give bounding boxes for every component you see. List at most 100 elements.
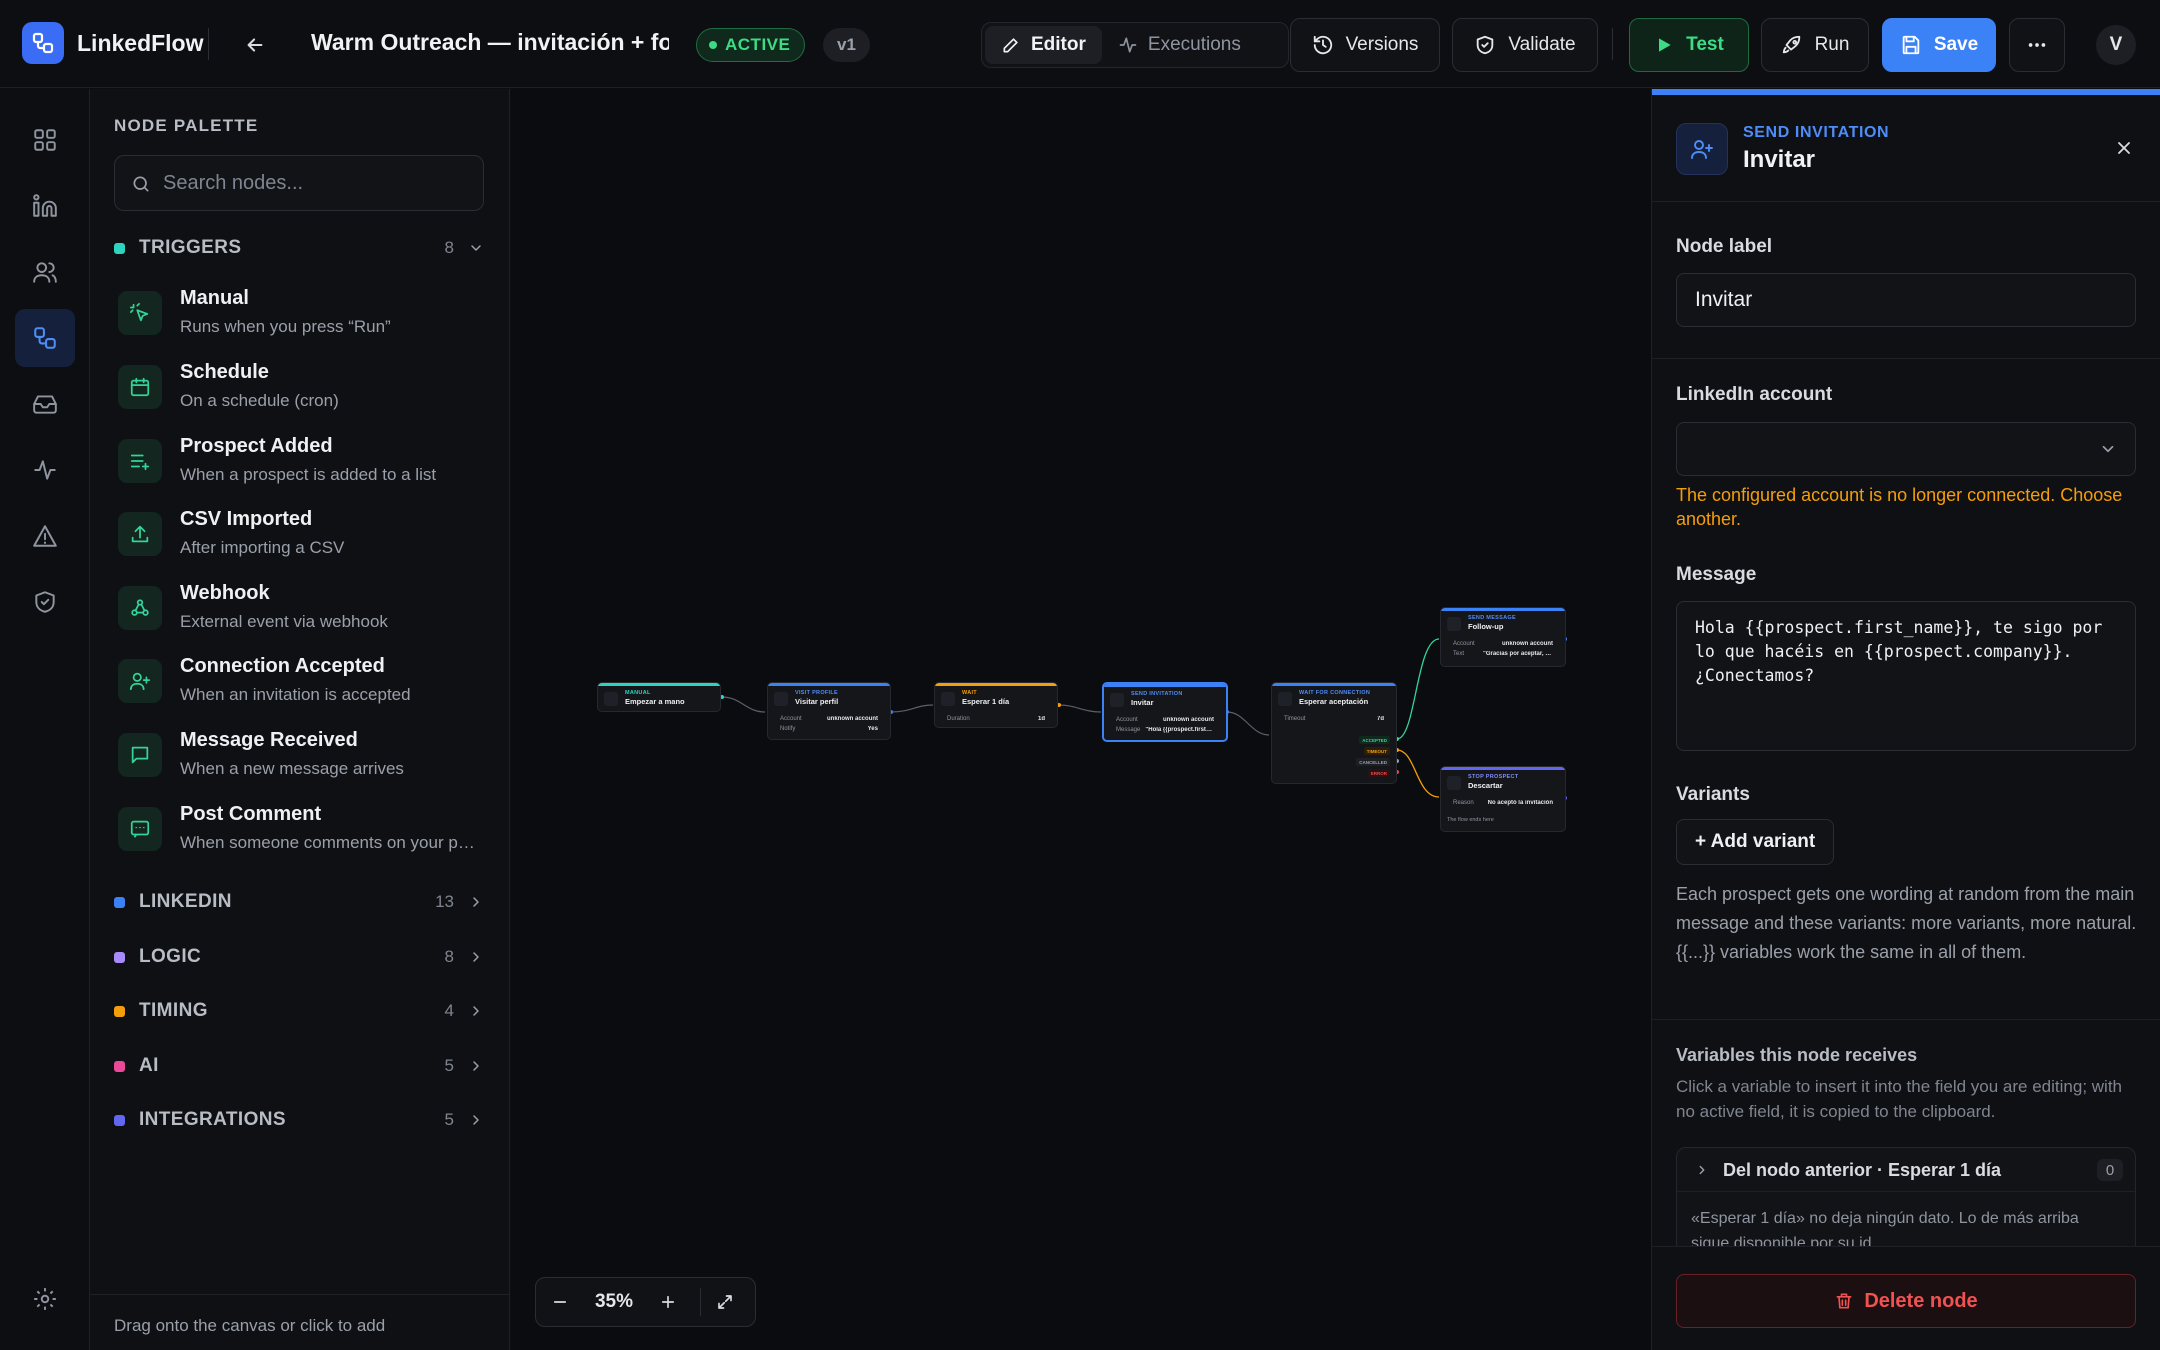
node-label: Follow-up bbox=[1468, 622, 1504, 631]
nav-settings[interactable] bbox=[15, 1270, 75, 1328]
pencil-icon bbox=[1003, 38, 1018, 53]
category-integrations[interactable]: INTEGRATIONS 5 bbox=[114, 1103, 484, 1137]
node-label-input[interactable] bbox=[1677, 274, 2135, 326]
test-button[interactable]: Test bbox=[1629, 18, 1749, 72]
node-stripe bbox=[598, 683, 720, 686]
variables-heading: Variables this node receives bbox=[1676, 1045, 1918, 1065]
divider bbox=[208, 28, 209, 60]
variables-source-header[interactable]: Del nodo anterior · Esperar 1 día 0 bbox=[1677, 1148, 2135, 1192]
search-input[interactable] bbox=[163, 156, 463, 210]
variables-source-title: Del nodo anterior · Esperar 1 día bbox=[1723, 1160, 2002, 1180]
validate-button[interactable]: Validate bbox=[1452, 18, 1598, 72]
close-icon bbox=[2118, 142, 2130, 154]
node-icon-box bbox=[118, 439, 162, 483]
node-desc: After importing a CSV bbox=[180, 538, 345, 557]
palette-node-connection-accepted[interactable]: Connection Accepted When an invitation i… bbox=[118, 652, 488, 718]
chevron-right-icon bbox=[1699, 1165, 1705, 1175]
branch-accepted: ACCEPTED bbox=[1359, 736, 1390, 744]
palette-node-post-comment[interactable]: Post Comment When someone comments on yo… bbox=[118, 800, 488, 866]
category-linkedin[interactable]: LINKEDIN 13 bbox=[114, 885, 484, 919]
palette-node-webhook[interactable]: Webhook External event via webhook bbox=[118, 579, 488, 645]
panel-header: SEND INVITATION Invitar bbox=[1652, 95, 2160, 202]
nav-inbox[interactable] bbox=[15, 375, 75, 433]
flow-canvas[interactable]: MANUAL Empezar a mano VISIT PROFILE Visi… bbox=[511, 89, 1651, 1350]
tab-executions[interactable]: Executions bbox=[1102, 26, 1257, 64]
trash-icon bbox=[1836, 1293, 1852, 1309]
account-warning: The configured account is no longer conn… bbox=[1676, 485, 2123, 529]
view-switcher: Editor Executions bbox=[981, 22, 1289, 68]
nav-activity[interactable] bbox=[15, 441, 75, 499]
settings-icon bbox=[34, 1288, 56, 1310]
plus-icon bbox=[661, 1295, 675, 1309]
avatar[interactable]: V bbox=[2096, 25, 2136, 65]
pointer-click-icon bbox=[604, 692, 618, 706]
nav-linkedin[interactable] bbox=[15, 177, 75, 235]
linkedin-account-select[interactable] bbox=[1676, 422, 2136, 476]
node-label: Empezar a mano bbox=[625, 697, 685, 706]
save-button[interactable]: Save bbox=[1882, 18, 1996, 72]
variables-count-badge: 0 bbox=[2097, 1159, 2123, 1181]
upload-icon bbox=[131, 525, 149, 543]
node-desc: Runs when you press “Run” bbox=[180, 317, 391, 336]
palette-node-manual[interactable]: Manual Runs when you press “Run” bbox=[118, 284, 488, 350]
webhook-icon bbox=[131, 599, 149, 616]
linkedin-icon bbox=[33, 194, 57, 217]
node-stripe bbox=[1104, 684, 1226, 687]
variables-help-text: Click a variable to insert it into the f… bbox=[1676, 1077, 2123, 1121]
close-panel-button[interactable] bbox=[2110, 134, 2138, 162]
canvas-node-wait-for-connection[interactable]: WAIT FOR CONNECTION Esperar aceptación T… bbox=[1271, 682, 1397, 784]
message-textarea[interactable]: Hola {{prospect.first_name}}, te sigo po… bbox=[1676, 601, 2136, 751]
category-timing[interactable]: TIMING 4 bbox=[114, 994, 484, 1028]
branch-error: ERROR bbox=[1367, 769, 1390, 777]
versions-button[interactable]: Versions bbox=[1290, 18, 1440, 72]
calendar-icon bbox=[130, 377, 150, 397]
category-label: INTEGRATIONS bbox=[139, 1109, 286, 1130]
category-count: 5 bbox=[444, 1110, 454, 1129]
category-ai[interactable]: AI 5 bbox=[114, 1049, 484, 1083]
node-stripe bbox=[1441, 767, 1565, 770]
category-logic[interactable]: LOGIC 8 bbox=[114, 940, 484, 974]
alert-icon bbox=[33, 525, 57, 547]
rocket-icon bbox=[1782, 35, 1800, 54]
more-options-button[interactable] bbox=[2009, 18, 2065, 72]
node-desc: When an invitation is accepted bbox=[180, 685, 411, 704]
run-button[interactable]: Run bbox=[1761, 18, 1869, 72]
workflow-icon bbox=[34, 327, 56, 349]
nav-alerts[interactable] bbox=[15, 507, 75, 565]
palette-node-prospect-added[interactable]: Prospect Added When a prospect is added … bbox=[118, 432, 488, 498]
validate-label: Validate bbox=[1508, 34, 1576, 55]
delete-node-button[interactable]: Delete node bbox=[1676, 1274, 2136, 1328]
zoom-in-button[interactable] bbox=[644, 1278, 692, 1326]
user-plus-icon bbox=[1691, 140, 1713, 159]
zoom-out-button[interactable] bbox=[536, 1278, 584, 1326]
fit-view-button[interactable] bbox=[701, 1278, 749, 1326]
eye-icon bbox=[774, 692, 788, 706]
palette-node-csv-imported[interactable]: CSV Imported After importing a CSV bbox=[118, 505, 488, 571]
tab-editor[interactable]: Editor bbox=[985, 26, 1102, 64]
canvas-node-manual[interactable]: MANUAL Empezar a mano bbox=[597, 682, 721, 712]
flow-title[interactable]: Warm Outreach — invitación + follow-up bbox=[311, 29, 669, 55]
palette-node-message-received[interactable]: Message Received When a new message arri… bbox=[118, 726, 488, 792]
app-logo[interactable] bbox=[22, 22, 64, 64]
category-triggers[interactable]: TRIGGERS 8 bbox=[114, 231, 484, 265]
back-button[interactable] bbox=[238, 28, 272, 62]
node-desc: When a new message arrives bbox=[180, 759, 404, 778]
hourglass-icon bbox=[1278, 692, 1292, 706]
nav-prospects[interactable] bbox=[15, 243, 75, 301]
node-name: Webhook bbox=[180, 582, 270, 604]
nav-security[interactable] bbox=[15, 573, 75, 631]
nav-workflows[interactable] bbox=[15, 309, 75, 367]
palette-node-schedule[interactable]: Schedule On a schedule (cron) bbox=[118, 358, 488, 424]
edge bbox=[1226, 711, 1270, 736]
workflow-logo-icon bbox=[32, 32, 54, 54]
panel-accent-bar bbox=[1652, 89, 2160, 95]
nav-dashboard[interactable] bbox=[15, 111, 75, 169]
add-variant-button[interactable]: + Add variant bbox=[1676, 819, 1835, 865]
category-color-dot bbox=[114, 896, 125, 908]
